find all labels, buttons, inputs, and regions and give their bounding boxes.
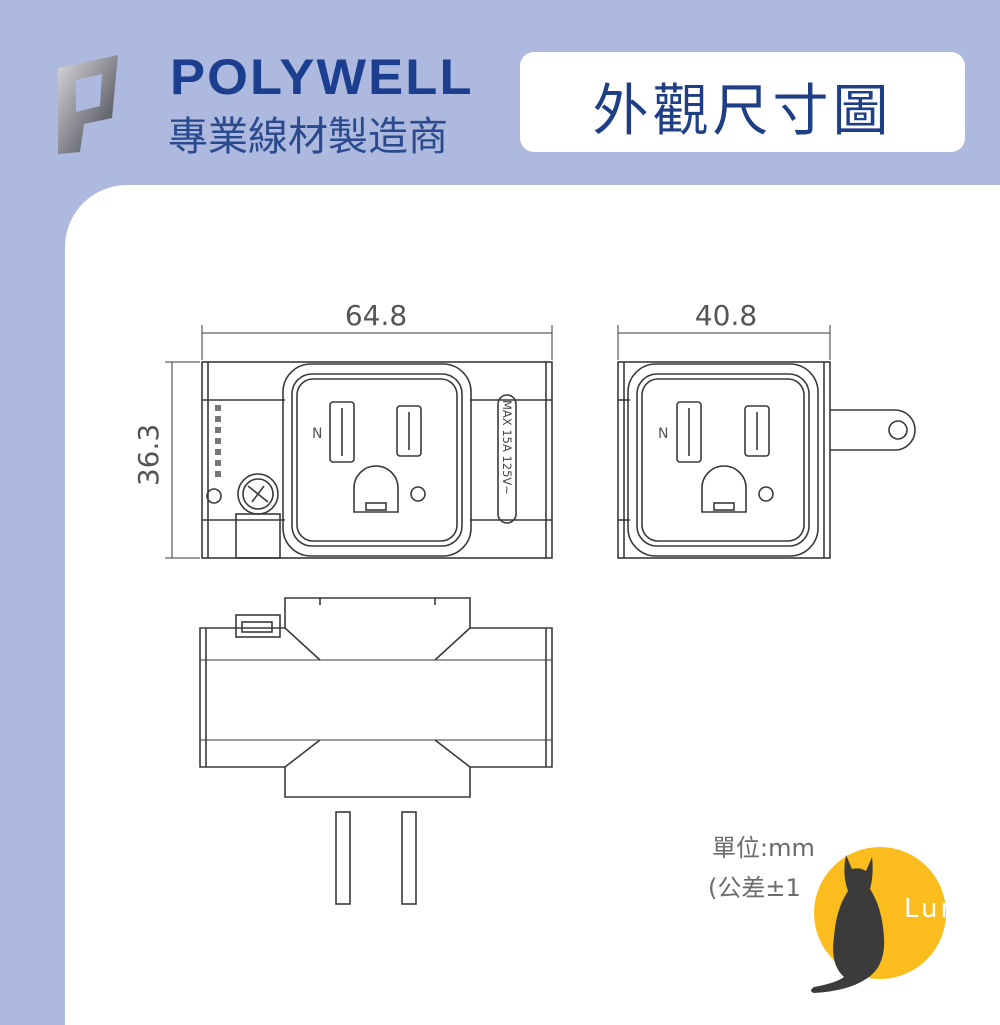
luna-watermark: Luna bbox=[811, 847, 979, 993]
side-view: N bbox=[617, 361, 916, 559]
page-title: 外觀尺寸圖 bbox=[592, 79, 893, 144]
rating-label: MAX 15A 125V~ bbox=[500, 400, 514, 495]
dimension-side-width: 40.8 bbox=[617, 299, 831, 360]
front-view: N MAX 15A 125V~ bbox=[201, 361, 553, 559]
dimension-front-width: 64.8 bbox=[201, 299, 553, 360]
title-box: 外觀尺寸圖 bbox=[520, 52, 965, 152]
dimension-drawing: 64.8 36.3 40.8 N MAX 15A 125V~ bbox=[132, 299, 916, 905]
side-neutral-mark: N bbox=[658, 426, 668, 442]
cat-icon bbox=[811, 855, 885, 993]
plug-prong bbox=[830, 409, 916, 451]
brand-name: POLYWELL bbox=[170, 49, 474, 105]
brand-tagline: 專業線材製造商 bbox=[168, 114, 448, 160]
front-width-label: 64.8 bbox=[345, 299, 407, 332]
height-label: 36.3 bbox=[132, 424, 165, 486]
unit-note: 單位:mm bbox=[712, 834, 815, 862]
neutral-mark: N bbox=[312, 426, 322, 442]
bottom-view bbox=[199, 597, 553, 905]
watermark-text: Luna bbox=[904, 894, 979, 924]
side-width-label: 40.8 bbox=[695, 299, 757, 332]
dimension-height: 36.3 bbox=[132, 361, 200, 559]
tolerance-note: (公差±1 bbox=[708, 874, 801, 902]
